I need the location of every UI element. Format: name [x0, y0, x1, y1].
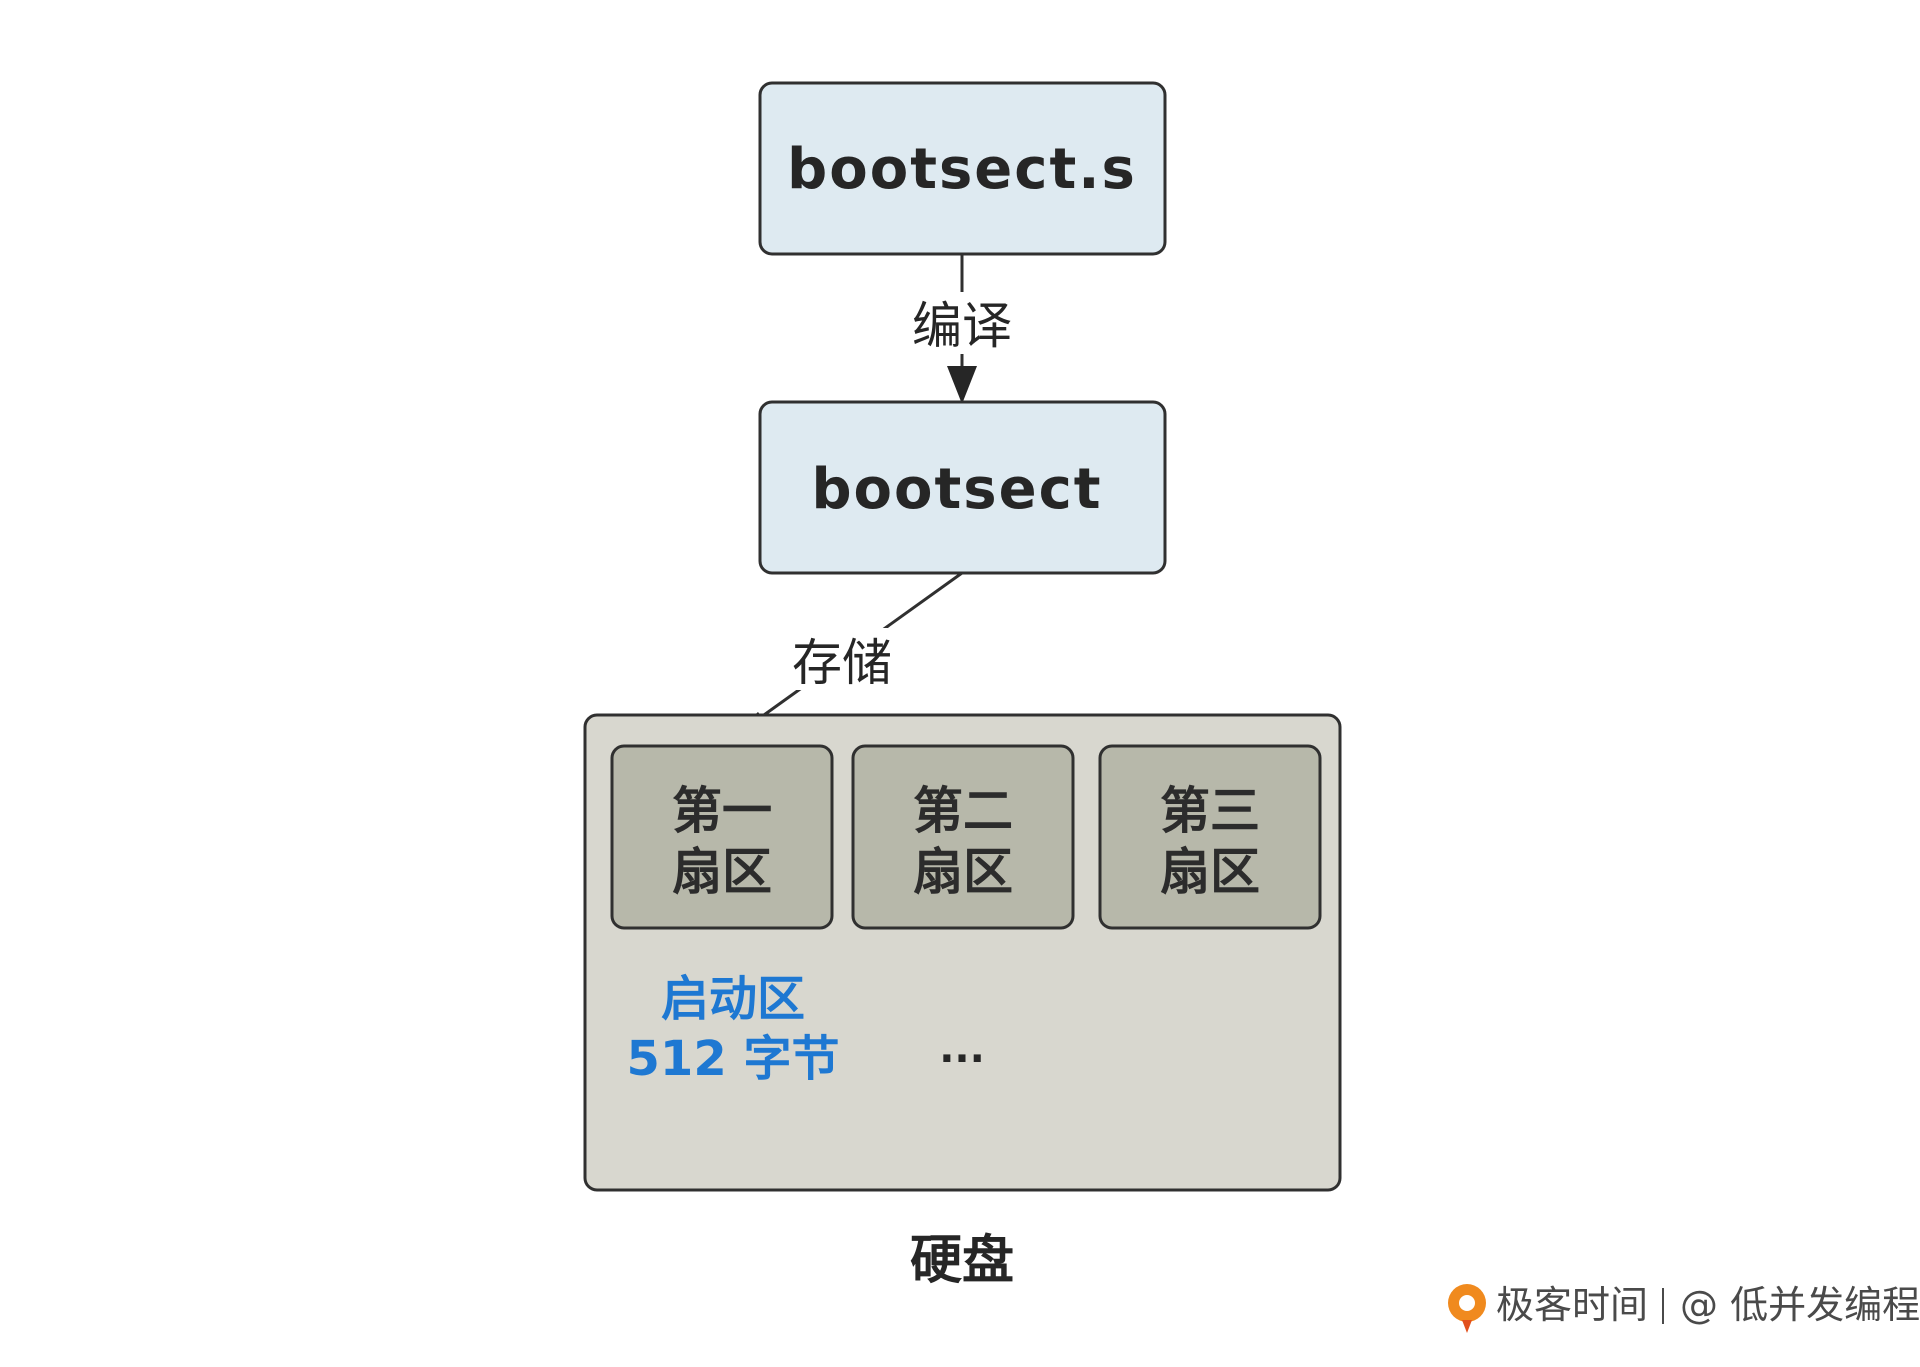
boot-area-line1: 启动区: [661, 971, 805, 1027]
sector-3-line1: 第三: [1160, 782, 1260, 840]
boot-area-line2: 512 字节: [627, 1031, 840, 1087]
node-bootsect: bootsect: [758, 400, 1167, 575]
sector-2: 第二 扇区: [851, 744, 1075, 930]
node-bootsect-s-label: bootsect.s: [787, 137, 1137, 202]
sector-2-line1: 第二: [913, 782, 1013, 840]
sector-3-line2: 扇区: [1160, 843, 1260, 901]
edge-compile-label: 编译: [912, 297, 1012, 355]
edge-compile: 编译: [906, 254, 1018, 404]
sector-1: 第一 扇区: [610, 744, 834, 930]
edge-store-label: 存储: [792, 634, 892, 692]
branding: 极客时间 @ 低并发编程: [1448, 1283, 1920, 1333]
more-sectors-ellipsis: ...: [939, 1026, 985, 1072]
geektime-logo-icon: [1448, 1284, 1486, 1333]
disk: 第一 扇区 第二 扇区 第三 扇区 启动区 512 字节 ...: [583, 713, 1342, 1192]
node-bootsect-s: bootsect.s: [758, 81, 1167, 256]
disk-label: 硬盘: [910, 1231, 1014, 1291]
sector-1-line2: 扇区: [672, 843, 772, 901]
sector-2-line2: 扇区: [913, 843, 1013, 901]
node-bootsect-label: bootsect: [811, 457, 1102, 522]
sector-1-line1: 第一: [672, 782, 772, 840]
sector-3: 第三 扇区: [1098, 744, 1322, 930]
author-handle: @ 低并发编程: [1680, 1283, 1920, 1327]
brand-name: 极客时间: [1496, 1283, 1648, 1327]
